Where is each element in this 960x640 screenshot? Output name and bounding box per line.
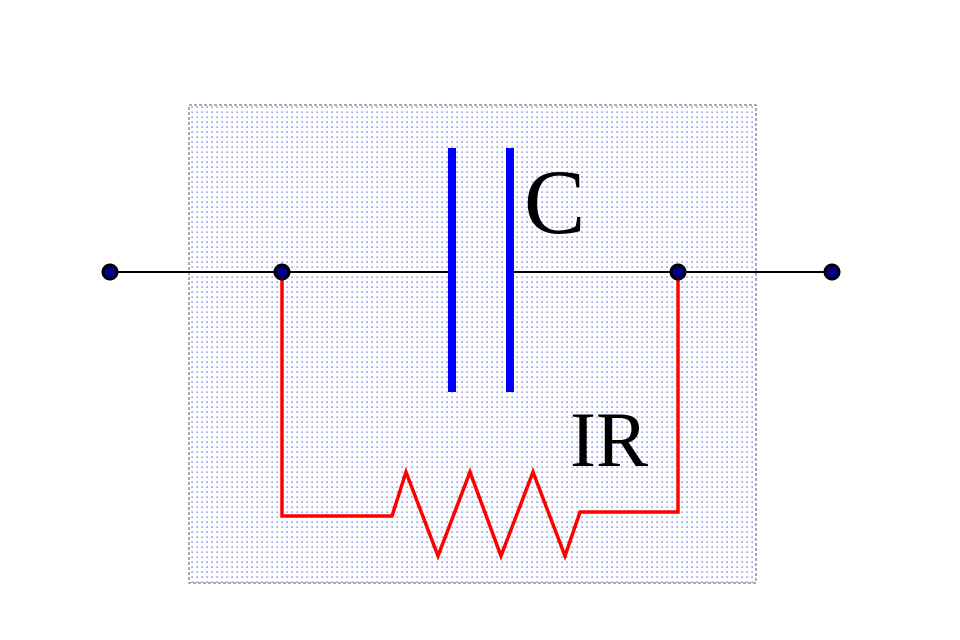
terminal-right-node — [823, 263, 841, 281]
junction-right-node — [669, 263, 687, 281]
terminal-left-node — [101, 263, 119, 281]
junction-left-node — [273, 263, 291, 281]
resistor-label: IR — [570, 396, 648, 483]
resistor-branch — [280, 272, 680, 562]
capacitor-label: C — [524, 151, 585, 253]
